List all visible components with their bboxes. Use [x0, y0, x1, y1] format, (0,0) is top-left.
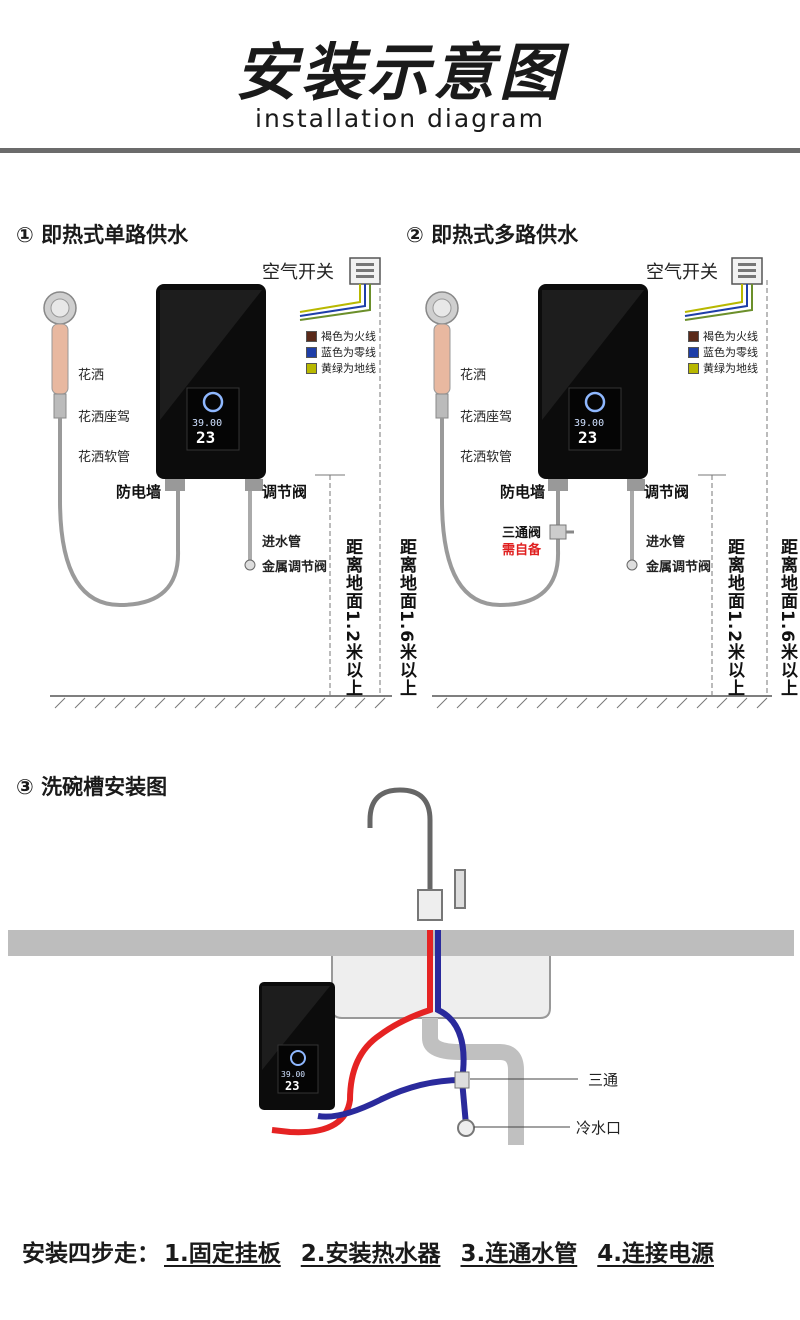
faucet-icon [367, 787, 466, 921]
label-adjust-valve: 调节阀 [644, 483, 690, 501]
display-main-readout: 23 [285, 1079, 299, 1093]
display-main-readout: 23 [196, 428, 215, 447]
air-switch-label: 空气开关 [646, 262, 718, 283]
label-adjust-valve: 调节阀 [262, 483, 308, 501]
single-supply-diagram: 39.00 23 [43, 257, 392, 709]
section-title: ② 即热式多路供水 [406, 223, 579, 247]
step-4: 4.连接电源 [597, 1241, 714, 1267]
label-shower-holder: 花洒座驾 [460, 410, 513, 425]
label-anti-electric-wall: 防电墙 [116, 483, 162, 501]
step-2: 2.安装热水器 [300, 1241, 441, 1267]
label-self-prepare: 需自备 [502, 543, 542, 558]
height-note-2: 距离地面1.6米以上 [396, 538, 416, 698]
multi-supply-diagram: 39.00 23 [425, 257, 772, 709]
legend-item-live: 褐色为火线 [306, 328, 376, 344]
label-tee-valve: 三通阀 [502, 526, 542, 541]
sink-install-diagram: 39.00 23 [8, 787, 794, 1145]
label-inlet-pipe: 进水管 [262, 535, 302, 550]
page-title: 安装示意图 [234, 36, 565, 109]
shower-head-icon [43, 291, 77, 419]
shower-head-icon [425, 291, 459, 419]
section-title: ① 即热式单路供水 [16, 223, 189, 247]
hot-water-pipe [271, 930, 433, 1136]
water-heater-icon: 39.00 23 [538, 284, 648, 491]
label-shower-hose: 花洒软管 [78, 450, 131, 465]
label-cold-inlet: 冷水口 [576, 1119, 622, 1137]
label-shower-hose: 花洒软管 [460, 450, 513, 465]
wire-legend: 褐色为火线 蓝色为零线 黄绿为地线 [306, 328, 376, 376]
legend-item-ground: 黄绿为地线 [688, 360, 758, 376]
wire-legend: 褐色为火线 蓝色为零线 黄绿为地线 [688, 328, 758, 376]
display-top-readout: 39.00 [281, 1070, 305, 1079]
water-heater-icon: 39.00 23 [156, 284, 266, 491]
header-divider [0, 148, 800, 153]
tee-valve-icon [549, 524, 574, 540]
cold-inlet-icon [457, 1119, 475, 1137]
air-switch-icon [731, 257, 763, 285]
label-metal-valve: 金属调节阀 [646, 560, 712, 575]
display-top-readout: 39.00 [192, 418, 222, 429]
legend-item-neutral: 蓝色为零线 [306, 344, 376, 360]
display-main-readout: 23 [578, 428, 597, 447]
tee-connector-icon [454, 1071, 470, 1089]
step-1: 1.固定挂板 [164, 1241, 281, 1267]
label-shower-head: 花洒 [78, 368, 105, 383]
install-steps: 安装四步走：1.固定挂板 2.安装热水器 3.连通水管 4.连接电源 [22, 1234, 714, 1268]
air-switch-icon [349, 257, 381, 285]
legend-item-ground: 黄绿为地线 [306, 360, 376, 376]
legend-item-live: 褐色为火线 [688, 328, 758, 344]
steps-prefix: 安装四步走： [22, 1241, 160, 1267]
label-tee: 三通 [588, 1071, 619, 1089]
height-note-2: 距离地面1.6米以上 [777, 538, 797, 698]
air-switch-label: 空气开关 [262, 262, 334, 283]
height-note-1: 距离地面1.2米以上 [724, 538, 744, 698]
section-title: ③ 洗碗槽安装图 [16, 775, 168, 799]
height-note-1: 距离地面1.2米以上 [342, 538, 362, 698]
label-shower-holder: 花洒座驾 [78, 410, 131, 425]
step-3: 3.连通水管 [460, 1241, 578, 1267]
page-subtitle: installation diagram [255, 104, 545, 133]
legend-item-neutral: 蓝色为零线 [688, 344, 758, 360]
display-top-readout: 39.00 [574, 418, 604, 429]
label-inlet-pipe: 进水管 [646, 535, 686, 550]
label-anti-electric-wall: 防电墙 [500, 483, 546, 501]
water-heater-icon: 39.00 23 [259, 982, 335, 1110]
countertop [8, 930, 794, 956]
label-metal-valve: 金属调节阀 [262, 560, 328, 575]
label-shower-head: 花洒 [460, 368, 487, 383]
cold-water-pipe [317, 930, 467, 1120]
